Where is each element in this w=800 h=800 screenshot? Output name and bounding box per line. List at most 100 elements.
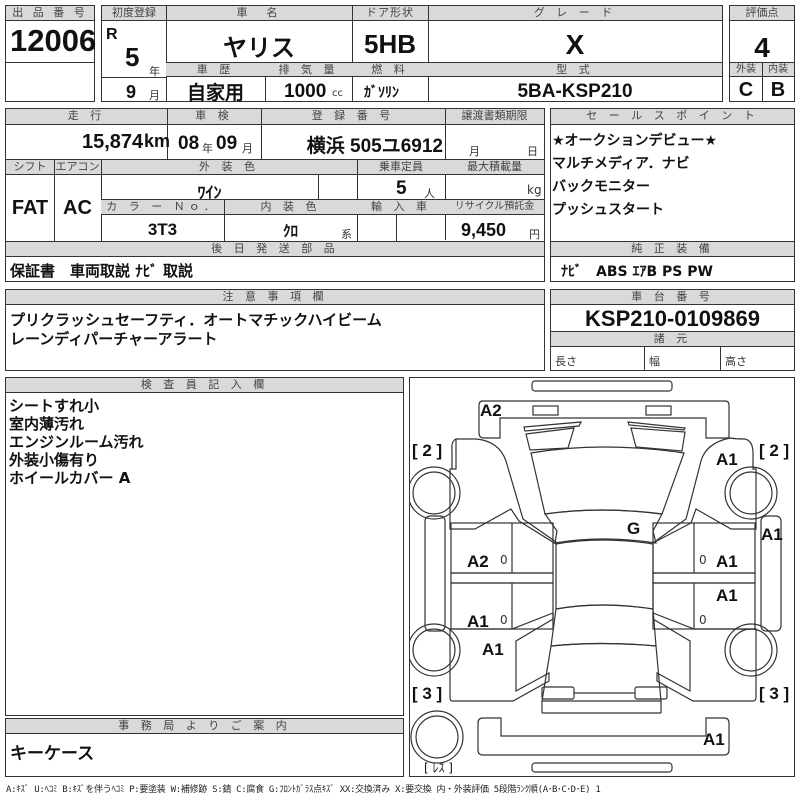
mileage-unit: km xyxy=(144,131,171,151)
mark-rear-bumper: A1 xyxy=(703,730,725,749)
zero-marker: 0 xyxy=(699,613,707,627)
displacement-value: 1000 xyxy=(284,81,327,102)
first-reg-month: 9 xyxy=(126,82,137,102)
mark-door-fr: A1 xyxy=(716,552,738,571)
divider xyxy=(6,62,94,63)
first-reg-era: R xyxy=(106,26,118,43)
history-label: 車 歴 xyxy=(166,63,265,77)
divider xyxy=(644,347,645,371)
divider xyxy=(102,77,166,78)
sales-point-item: プッシュスタート xyxy=(552,202,664,218)
first-reg-month-unit: 月 xyxy=(149,89,160,102)
int-color-suffix: 系 xyxy=(341,228,352,241)
fuel-value: ｶﾞｿﾘﾝ xyxy=(364,85,399,101)
specs-width-label: 幅 xyxy=(649,355,660,368)
divider xyxy=(730,62,794,63)
lot-label: 出 品 番 号 xyxy=(6,6,94,21)
divider xyxy=(318,175,319,199)
door-label: ドア形状 xyxy=(352,6,428,21)
inspection-year-unit: 年 xyxy=(202,142,213,155)
ext-color-value: ﾜｲﾝ xyxy=(197,183,222,202)
car-outline-icon xyxy=(410,380,782,773)
mark-door-rr: A1 xyxy=(716,586,738,605)
capacity-value: 5 xyxy=(396,178,407,199)
divider xyxy=(428,6,429,102)
divider xyxy=(551,241,794,242)
divider xyxy=(762,63,763,102)
inspector-line: エンジンルーム汚れ xyxy=(9,433,144,451)
recycle-value: 9,450 xyxy=(461,220,507,240)
tire-rl: [ 3 ] xyxy=(412,684,443,703)
inspector-line: シートすれ小 xyxy=(9,397,100,415)
divider xyxy=(720,347,721,371)
notes-label: 注 意 事 項 欄 xyxy=(6,290,544,305)
lot-number: 12006 xyxy=(10,23,97,58)
specs-height-label: 高さ xyxy=(725,355,747,368)
model-value: 5BA-KSP210 xyxy=(517,81,633,102)
zero-marker: 0 xyxy=(699,553,707,567)
max-load-label: 最大積載量 xyxy=(445,160,544,175)
capacity-unit: 人 xyxy=(424,187,435,200)
inspector-label: 検 査 員 記 入 欄 xyxy=(6,378,403,393)
office-value: キーケース xyxy=(10,744,95,764)
zero-marker: 0 xyxy=(500,613,508,627)
history-value: 自家用 xyxy=(186,82,244,104)
door-value: 5HB xyxy=(363,29,416,59)
mark-front-bumper: A2 xyxy=(480,401,502,420)
transfer-day-unit: 日 xyxy=(527,145,538,158)
equipment-label: 純 正 装 備 xyxy=(551,242,794,257)
vehicle-info-box: 初度登録 車 名 ドア形状 グ レ ー ド R 5 年 9 月 ヤリス 5HB … xyxy=(101,5,723,104)
mark-pillar-r: A1 xyxy=(761,525,783,544)
divider xyxy=(166,62,722,63)
sales-point-item: ★オークションデビュー★ xyxy=(552,133,718,149)
first-reg-label: 初度登録 xyxy=(102,6,166,21)
transfer-deadline-label: 譲渡書類期限 xyxy=(445,109,544,125)
divider xyxy=(551,331,794,332)
color-no-value: 3T3 xyxy=(147,220,178,239)
aircon-value: AC xyxy=(63,197,92,219)
first-reg-year: 5 xyxy=(125,42,140,72)
mileage-value: 15,874 xyxy=(82,131,144,153)
int-color-label: 内 装 色 xyxy=(224,200,357,215)
divider xyxy=(167,109,168,159)
equipment-value: ﾅﾋﾞ ABS ｴｱB PS PW xyxy=(561,264,713,280)
inspection-month-unit: 月 xyxy=(242,142,253,155)
chassis-label: 車 台 番 号 xyxy=(551,290,794,305)
specs-label: 諸 元 xyxy=(551,332,794,347)
ext-color-label: 外 装 色 xyxy=(101,160,357,175)
divider xyxy=(6,241,544,242)
divider xyxy=(261,109,262,159)
inspector-line: ホイールカバー A xyxy=(9,469,131,487)
inspector-line: 外装小傷有り xyxy=(9,451,100,469)
mileage-label: 走 行 xyxy=(6,109,167,125)
model-label: 型 式 xyxy=(428,63,722,77)
divider xyxy=(54,160,55,241)
divider xyxy=(265,62,266,102)
mark-door-fl: A2 xyxy=(467,552,489,571)
car-name-value: ヤリス xyxy=(223,34,295,62)
mark-fender-fr: A1 xyxy=(716,450,738,469)
notes-line: レーンディパーチャーアラート xyxy=(10,330,218,348)
sales-point-item: バックモニター xyxy=(552,179,650,195)
displacement-label: 排 気 量 xyxy=(265,63,352,77)
plate-label: 登 録 番 号 xyxy=(261,109,445,125)
sales-points-label: セ ー ル ス ポ イ ン ト xyxy=(551,109,794,125)
mark-quarter-l: A1 xyxy=(482,640,504,659)
score-int-label: 内装 xyxy=(762,63,794,77)
sales-points-box: セ ー ル ス ポ イ ン ト ★オークションデビュー★ マルチメディア．ナビ … xyxy=(550,108,795,282)
color-no-label: カ ラ ー Ｎｏ． xyxy=(101,200,224,215)
score-ext-label: 外装 xyxy=(730,63,762,77)
lot-box: 出 品 番 号 12006 xyxy=(5,5,97,102)
score-ext-value: C xyxy=(738,79,754,101)
mark-door-rl: A1 xyxy=(467,612,489,631)
grade-value: X xyxy=(565,29,585,60)
recycle-unit: 円 xyxy=(529,228,540,241)
divider xyxy=(6,159,544,160)
max-load-unit: kg xyxy=(527,183,542,197)
office-box: 事 務 局 よ り ご 案 内 キーケース xyxy=(5,718,404,777)
sales-point-item: マルチメディア．ナビ xyxy=(552,156,690,172)
tire-fl: [ 2 ] xyxy=(412,441,443,460)
grade-label: グ レ ー ド xyxy=(428,6,722,21)
zero-marker: 0 xyxy=(500,553,508,567)
car-name-label: 車 名 xyxy=(166,6,352,21)
